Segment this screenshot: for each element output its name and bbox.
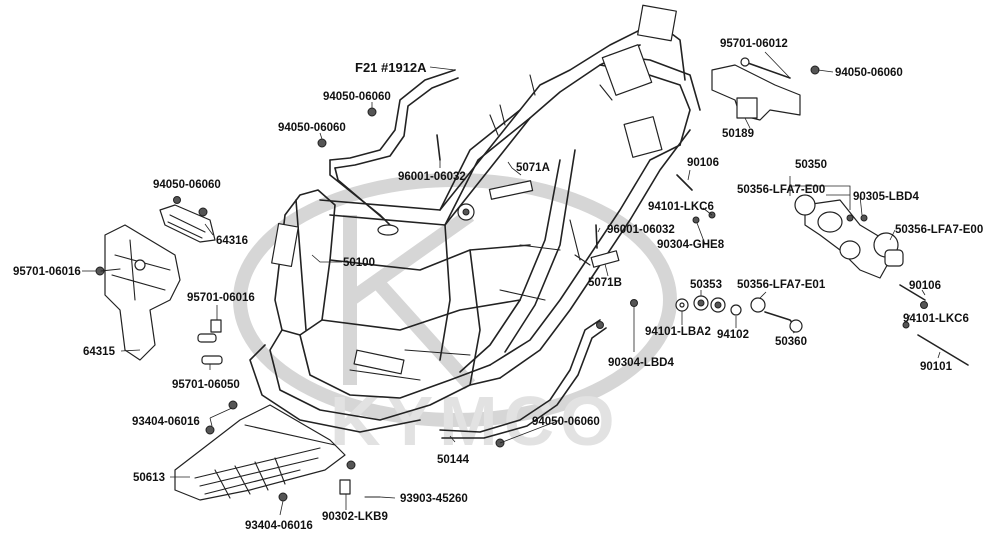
label-50189: 50189: [722, 128, 754, 140]
label-94050-06060: 94050-06060: [532, 416, 600, 428]
ref-label-f21: F21 #1912A: [355, 60, 427, 75]
label-94101-lkc6: 94101-LKC6: [903, 313, 969, 325]
tube-50144: [439, 319, 607, 439]
label-95701-06016: 95701-06016: [13, 266, 81, 278]
label-90304-ghe8: 90304-GHE8: [657, 239, 725, 251]
label-94101-lba2: 94101-LBA2: [645, 326, 711, 338]
label-90302-lkb9: 90302-LKB9: [322, 511, 388, 523]
label-94050-06060: 94050-06060: [323, 91, 391, 103]
label-50356-lfa7-e00: 50356-LFA7-E00: [737, 184, 825, 196]
label-94050-06060: 94050-06060: [153, 179, 221, 191]
label-50144: 50144: [437, 454, 470, 466]
label-50356-lfa7-e00: 50356-LFA7-E00: [895, 224, 983, 236]
label-50613: 50613: [133, 472, 165, 484]
label-50356-lfa7-e01: 50356-LFA7-E01: [737, 279, 826, 291]
label-93404-06016: 93404-06016: [132, 416, 200, 428]
label-5071B: 5071B: [588, 277, 622, 289]
label-90305-lbd4: 90305-LBD4: [853, 191, 919, 203]
watermark-text: KYMCO: [330, 382, 621, 460]
small-parts: [95, 57, 969, 502]
part-labels: F21 #1912A 95701-06012 94050-06060 50189…: [13, 38, 983, 532]
label-96001-06032: 96001-06032: [607, 224, 675, 236]
label-64316: 64316: [216, 235, 248, 247]
label-94050-06060: 94050-06060: [835, 67, 903, 79]
label-94101-lkc6: 94101-LKC6: [648, 201, 714, 213]
label-50353: 50353: [690, 279, 722, 291]
engine-hanger-50350: [794, 194, 904, 279]
label-95701-06050: 95701-06050: [172, 379, 240, 391]
label-50100: 50100: [343, 257, 375, 269]
bracket-50189: [711, 64, 801, 121]
floor-cover-50613: [174, 404, 346, 501]
label-5071A: 5071A: [516, 162, 550, 174]
label-94102: 94102: [717, 329, 749, 341]
label-95701-06016: 95701-06016: [187, 292, 255, 304]
label-96001-06032: 96001-06032: [398, 171, 466, 183]
tube-f21: [329, 69, 459, 236]
label-50360: 50360: [775, 336, 807, 348]
label-90106: 90106: [687, 157, 719, 169]
label-90101: 90101: [920, 361, 953, 373]
label-90106: 90106: [909, 280, 941, 292]
label-94050-06060: 94050-06060: [278, 122, 346, 134]
leader-lines: [82, 51, 941, 516]
label-90304-lbd4: 90304-LBD4: [608, 357, 674, 369]
main-frame-50100: [249, 4, 701, 433]
label-95701-06012: 95701-06012: [720, 38, 788, 50]
label-93903-45260: 93903-45260: [400, 493, 468, 505]
plate-64316: [159, 204, 216, 243]
label-64315: 64315: [83, 346, 116, 358]
bracket-64315: [104, 224, 181, 361]
label-50350: 50350: [795, 159, 827, 171]
label-93404-06016: 93404-06016: [245, 520, 313, 532]
